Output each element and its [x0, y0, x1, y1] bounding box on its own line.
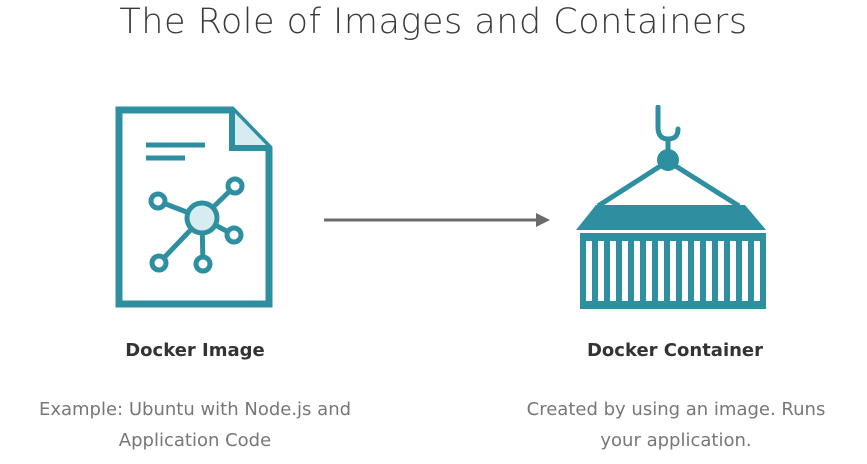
document-network-icon	[115, 106, 273, 308]
docker-image-description: Example: Ubuntu with Node.js and Applica…	[0, 394, 390, 456]
docker-container-description-line: Created by using an image. Runs	[526, 399, 826, 420]
right-arrow-icon	[320, 208, 556, 232]
docker-container-label: Docker Container	[586, 340, 764, 361]
docker-container-description-line: your application.	[600, 430, 752, 451]
shipping-container-crane-icon	[576, 104, 766, 309]
diagram-title: The Role of Images and Containers	[119, 2, 748, 42]
docker-image-description-line: Application Code	[118, 430, 272, 451]
docker-container-description: Created by using an image. Runs your app…	[490, 394, 862, 456]
docker-container-node	[570, 104, 780, 315]
docker-image-node	[112, 104, 282, 314]
docker-image-description-line: Example: Ubuntu with Node.js and	[38, 399, 352, 420]
docker-image-label: Docker Image	[125, 340, 265, 361]
